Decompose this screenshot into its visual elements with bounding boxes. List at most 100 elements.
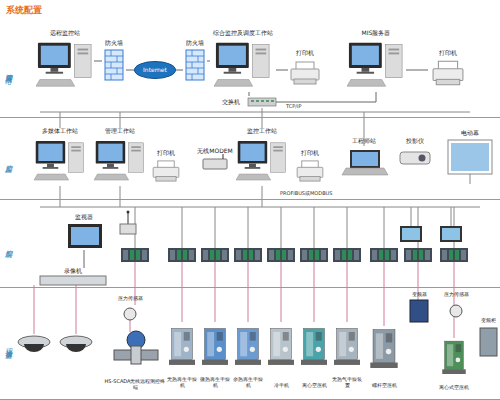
workstation: 综合监控及调度工作站 [210,30,276,92]
wire [215,207,216,248]
wire [262,112,263,128]
wire [130,320,131,332]
firewall: 防火墙 [183,40,207,82]
plc-icon [168,248,196,262]
wire [248,207,249,248]
layer-band: 监控层多媒体工作站管理工作站打印机无线MODEM监控工作站打印机工程师站投影仪电… [0,120,500,200]
video-recorder: 录像机 [38,268,108,286]
network-link [207,61,210,62]
field-machine: 冷干机 [265,318,297,388]
screen-stand [470,174,471,184]
antenna-tip [127,211,130,214]
wire [384,262,385,326]
projector: 投影仪 [396,138,434,170]
device-caption: 螺杆空压机 [372,383,397,389]
device-caption: 无热气干燥装置 [331,377,363,388]
wire [215,262,216,322]
device-caption: 离心式空压机 [439,385,469,391]
network-link [276,70,288,71]
device-caption: 变频器 [412,292,427,298]
printer-icon [297,161,323,181]
device-caption: 工程师站 [352,138,376,145]
monitor-display [71,227,99,245]
device-caption: 离心空压机 [302,383,327,389]
antenna [223,154,224,159]
machine-icon [169,329,195,365]
workstation: 远程监控站 [36,30,94,92]
device-caption: 压力传感器 [118,296,143,302]
workstation: 管理工作站 [94,128,146,188]
machine-icon [301,329,327,365]
layer-label: 现场设备层 [4,342,12,347]
wire [182,207,183,248]
network-switch: 交换机 [222,96,276,108]
device-caption: 打印机 [157,150,175,157]
tcp-ip-line [40,112,470,113]
wire [262,108,263,112]
printer-icon [433,61,463,84]
sensor: 压力传感器 [438,292,474,318]
laptop-base [342,168,388,175]
wire [281,207,282,248]
wire [384,207,385,248]
field-wires [34,262,454,338]
wire [347,262,348,322]
printer: 打印机 [428,50,468,90]
field-machine: 离心式空压机 [432,336,476,390]
device-caption: 打印机 [301,150,319,157]
device-caption: 远程监控站 [50,30,80,37]
device-caption: 防火墙 [105,40,123,47]
machine-icon [442,341,465,374]
layer-band: 管理层网络远程监控站防火墙Internet防火墙综合监控及调度工作站打印机MIS… [0,22,500,118]
wire [314,207,315,248]
plc-icon [440,248,468,262]
pc-icon [36,43,91,86]
valve-body [131,346,141,364]
wire [120,186,121,207]
device-caption: 打印机 [439,50,457,57]
camera-icon [18,336,50,352]
diagram-title: 系统配置 [6,4,42,17]
plc-icon [370,248,398,262]
network-link [126,70,134,71]
layer-label: 控制层 [4,243,12,246]
bus-label: TCP/IP [286,103,301,109]
server: MIS服务器 [346,30,406,92]
modem: 无线MODEM [196,148,234,176]
device-caption: 电动幕 [461,130,479,137]
laptop-screen [350,150,380,168]
inverter-icon [410,300,428,322]
firewall-icon [105,50,123,80]
layer-label: 监控层 [4,158,12,161]
wire [411,207,412,226]
wire [248,262,249,322]
network-wires [40,108,480,248]
projector-icon [400,152,430,164]
layer-band: 现场设备层压力传感器HS-SCADA无线远程测控终端无热再生干燥机微热再生干燥机… [0,290,500,400]
device-caption: 变频柜 [481,318,496,324]
inverter: 变频器 [404,292,434,324]
machine-icon [202,329,228,365]
wire [120,112,121,128]
switch-icon [248,98,276,106]
antenna [128,212,129,224]
plc-icon [234,248,262,262]
workstation: 监控工作站 [236,128,288,188]
rtu-valve: HS-SCADA无线远程测控终端 [104,328,166,390]
field-machine: 无热再生干燥机 [166,318,198,388]
machine-icon [334,329,360,365]
laptop-display [352,152,378,166]
device-caption: HS-SCADA无线远程测控终端 [104,379,166,390]
device-caption: 投影仪 [406,138,424,145]
fieldbus-line [40,207,480,208]
plc-icon [333,248,361,262]
network-link [249,92,250,96]
sensor: 压力传感器 [108,296,152,322]
wire [60,112,61,128]
field-machine: 螺杆空压机 [366,318,402,388]
machine-icon [268,329,294,365]
device-caption: 录像机 [64,268,82,275]
printer-icon [291,62,319,84]
